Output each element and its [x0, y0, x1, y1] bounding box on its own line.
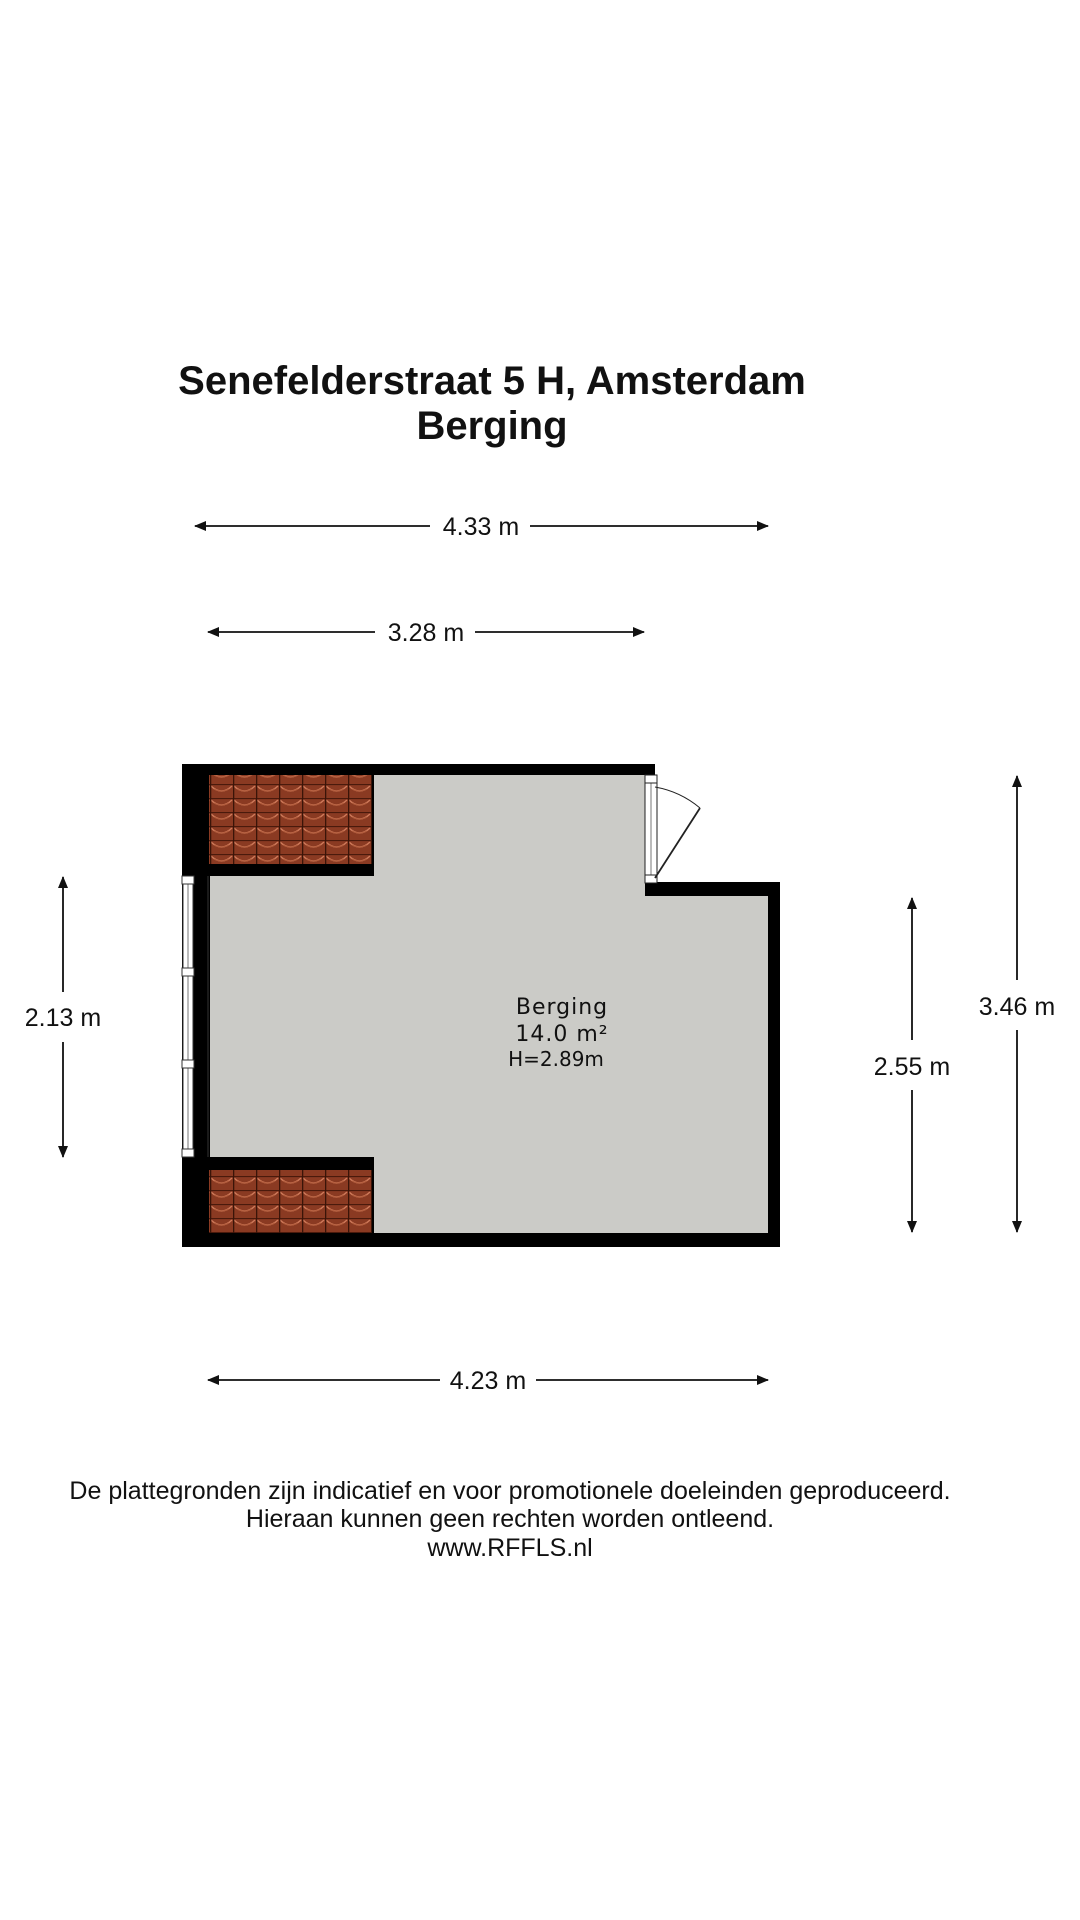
- door: [644, 774, 701, 884]
- dimension-top-inner: 3.28 m: [207, 619, 645, 647]
- roof-slope-bottom: [209, 1170, 372, 1233]
- dimension-right-inner: 2.55 m: [874, 897, 950, 1233]
- room-height: H=2.89m: [508, 1047, 604, 1071]
- dimension-right-inner-label: 2.55 m: [874, 1053, 950, 1081]
- dimension-left-label: 2.13 m: [25, 1004, 101, 1032]
- window-left: [181, 875, 210, 1158]
- dimension-top-outer-label: 4.33 m: [443, 513, 519, 541]
- room-name: Berging: [516, 995, 608, 1020]
- dimension-bottom: 4.23 m: [207, 1367, 769, 1395]
- website-link[interactable]: www.RFFLS.nl: [426, 1534, 592, 1562]
- dimension-top-outer: 4.33 m: [194, 513, 769, 541]
- room-floor: [208, 775, 768, 1233]
- room-area: 14.0 m²: [515, 1022, 608, 1047]
- dimension-bottom-label: 4.23 m: [450, 1367, 526, 1395]
- disclaimer-line-2: Hieraan kunnen geen rechten worden ontle…: [246, 1505, 774, 1533]
- roof-slope-top: [209, 775, 372, 864]
- address-title: Senefelderstraat 5 H, Amsterdam: [178, 359, 806, 403]
- dimension-left: 2.13 m: [25, 876, 101, 1158]
- disclaimer-line-1: De plattegronden zijn indicatief en voor…: [69, 1477, 950, 1505]
- room-berging: Berging 14.0 m² H=2.89m: [181, 764, 780, 1247]
- floor-title: Berging: [416, 404, 567, 448]
- dimension-right-outer-label: 3.46 m: [979, 993, 1055, 1021]
- dimension-right-outer: 3.46 m: [979, 775, 1055, 1233]
- dimension-top-inner-label: 3.28 m: [388, 619, 464, 647]
